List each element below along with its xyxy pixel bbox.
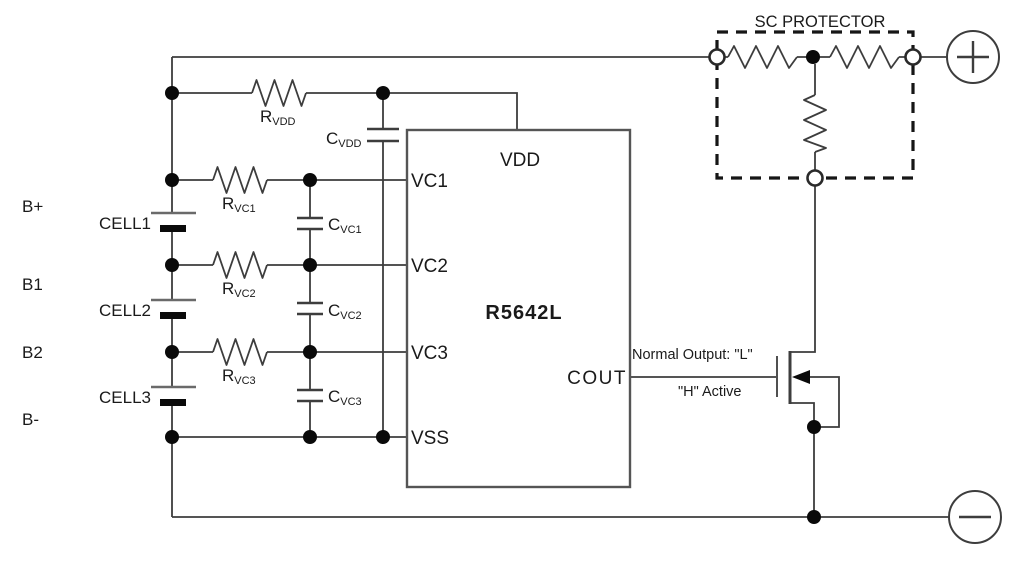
ic-pin-vc1: VC1	[411, 171, 448, 192]
cvc2-label: CVC2	[328, 301, 362, 322]
junction-dot	[303, 430, 317, 444]
ic-r5642l: VDD VC1 VC2 VC3 VSS COUT R5642L	[405, 128, 632, 489]
bminus-label: B-	[22, 410, 39, 429]
cell2-label: CELL2	[99, 301, 151, 320]
rvc2-resistor	[212, 251, 268, 279]
cell1-negative-plate	[160, 225, 186, 232]
cvc3-label: CVC3	[328, 387, 362, 408]
output-note-line1: Normal Output: "L"	[632, 347, 753, 363]
pack-negative-terminal: −	[948, 490, 1002, 544]
cvc2-capacitor	[297, 301, 323, 316]
cell3-negative-plate	[160, 399, 186, 406]
capacitors-symbols	[297, 127, 399, 403]
sc-right-terminal	[904, 48, 922, 66]
drain-wire	[790, 186, 816, 353]
junction-dot	[806, 50, 820, 64]
sc-vertical-resistor	[803, 94, 827, 153]
ic-pin-vc2: VC2	[411, 256, 448, 277]
b2-label: B2	[22, 343, 43, 362]
rvc1-label: RVC1	[222, 194, 256, 215]
cvdd-label: CVDD	[326, 129, 362, 150]
cvdd-capacitor	[367, 127, 399, 143]
cell2-negative-plate	[160, 312, 186, 319]
sc-left-terminal	[708, 48, 726, 66]
resistors	[212, 45, 900, 366]
cvc1-capacitor	[297, 216, 323, 231]
junction-dot	[303, 258, 317, 272]
rvc3-resistor	[212, 338, 268, 366]
ic-outline	[405, 128, 632, 489]
rvdd-label: RVDD	[260, 107, 296, 128]
sc-left-resistor	[727, 45, 798, 69]
bplus-label: B+	[22, 197, 43, 216]
rvc3-label: RVC3	[222, 366, 256, 387]
ic-pin-vc3: VC3	[411, 343, 448, 364]
sc-protector-block: SC PROTECTOR	[708, 13, 922, 187]
sc-bottom-terminal	[806, 169, 824, 187]
ic-pin-cout: COUT	[567, 368, 627, 389]
source-wire	[790, 402, 815, 517]
battery-cells	[151, 211, 196, 406]
ic-pin-vdd: VDD	[500, 150, 540, 171]
output-note-line2: "H" Active	[678, 384, 741, 400]
pack-positive-terminal: +	[946, 30, 1000, 84]
junction-dot	[165, 258, 179, 272]
junction-dot	[165, 345, 179, 359]
junction-dot	[303, 345, 317, 359]
b1-label: B1	[22, 275, 43, 294]
ic-pin-vss: VSS	[411, 428, 449, 449]
ic-name: R5642L	[485, 302, 562, 324]
junction-dot	[376, 86, 390, 100]
junction-dot	[165, 430, 179, 444]
mosfet	[776, 351, 810, 404]
body-wire	[806, 376, 840, 428]
sc-leads	[725, 56, 905, 170]
junction-dot	[376, 430, 390, 444]
labels: B+ B1 B2 B- CELL1 CELL2 CELL3 RVDD RVC1 …	[22, 107, 753, 429]
junction-dot	[303, 173, 317, 187]
junction-dot	[807, 420, 821, 434]
rvc1-resistor	[212, 166, 268, 194]
sc-right-resistor	[829, 45, 900, 69]
vdd-wire	[383, 92, 518, 130]
cvc3-capacitor	[297, 388, 323, 403]
rvc2-label: RVC2	[222, 279, 256, 300]
cell1-label: CELL1	[99, 214, 151, 233]
cell3-label: CELL3	[99, 388, 151, 407]
plus-icon	[957, 41, 989, 73]
junction-dots	[165, 50, 821, 524]
mosfet-body-arrow-icon	[792, 370, 810, 384]
cvc1-label: CVC1	[328, 215, 362, 236]
junction-dot	[807, 510, 821, 524]
junction-dot	[165, 173, 179, 187]
junction-dot	[165, 86, 179, 100]
rvdd-resistor	[251, 79, 307, 107]
sc-protector-label: SC PROTECTOR	[755, 13, 886, 31]
